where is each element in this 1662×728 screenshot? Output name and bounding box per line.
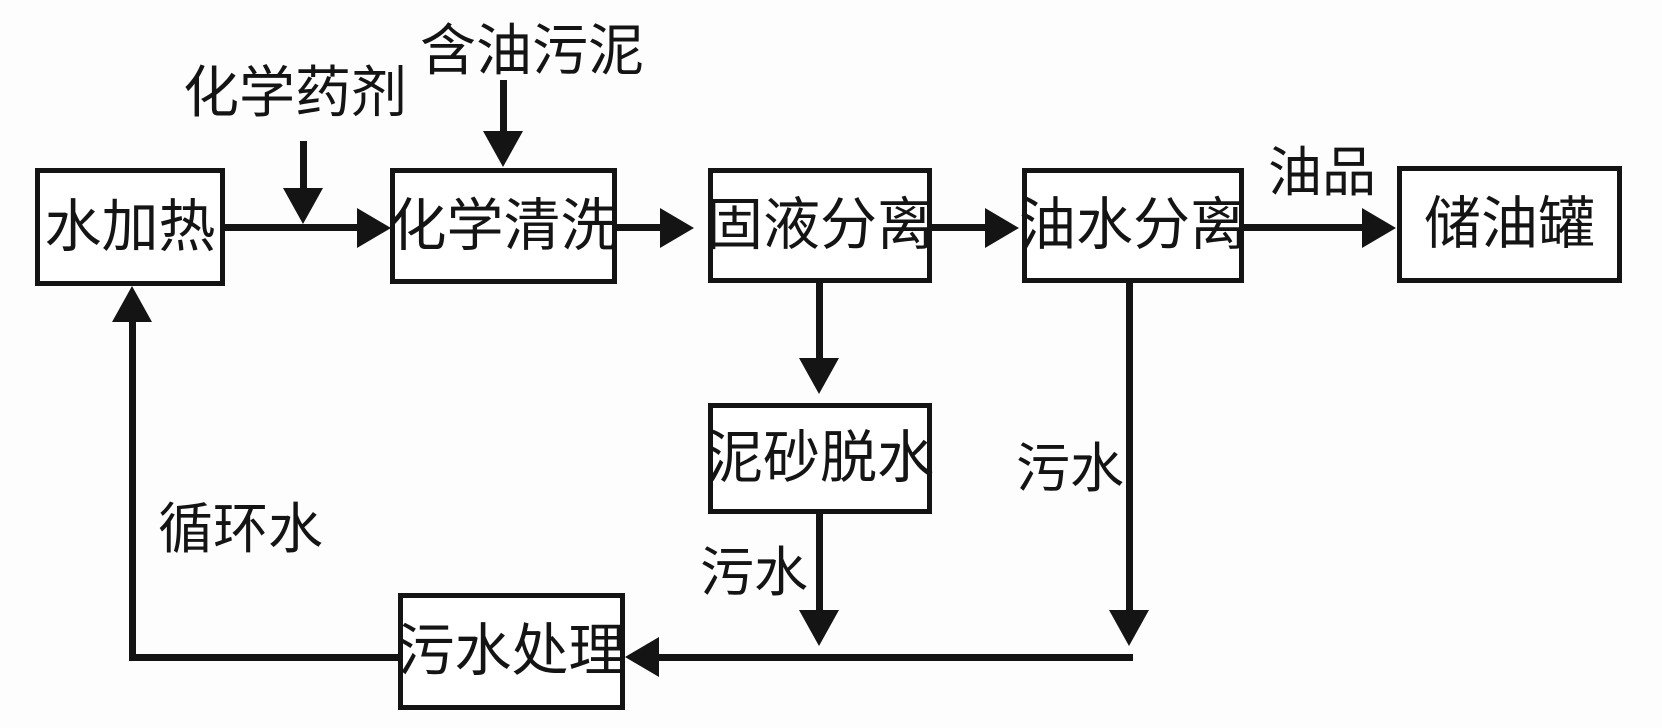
arrow-head — [985, 208, 1019, 248]
arrow-shaft — [932, 224, 987, 231]
arrow-head — [1109, 610, 1149, 646]
arrow-shaft — [300, 141, 307, 190]
node-sand-dewatering: 泥砂脱水 — [706, 403, 934, 514]
arrow-head — [799, 610, 839, 646]
arrow-head — [660, 208, 694, 248]
arrow-head — [799, 358, 839, 394]
arrow-shaft — [816, 513, 823, 612]
arrow-head — [112, 286, 152, 322]
arrow-shaft — [225, 224, 359, 231]
label-oily-sludge: 含油污泥 — [420, 21, 644, 83]
label-oil-product: 油品 — [1268, 143, 1376, 203]
arrow-head — [283, 188, 323, 224]
arrow-shaft — [816, 282, 823, 360]
node-oil-water-separation: 油水分离 — [1019, 168, 1247, 283]
arrow-shaft — [617, 224, 662, 231]
arrow-shaft — [129, 654, 398, 661]
label-sewage-from-oil-water-separation: 污水 — [1016, 439, 1124, 499]
arrow-head — [625, 637, 659, 677]
label-circulating-water: 循环水 — [158, 499, 324, 560]
arrow-shaft — [1126, 282, 1133, 612]
node-chemical-cleaning: 化学清洗 — [390, 168, 618, 284]
node-solid-liquid-separation: 固液分离 — [706, 168, 934, 283]
arrow-head — [483, 131, 523, 167]
node-sewage-treatment: 污水处理 — [398, 593, 626, 710]
arrow-shaft — [657, 654, 1133, 661]
node-water-heating: 水加热 — [35, 168, 225, 286]
label-chemical-agent: 化学药剂 — [183, 63, 407, 125]
arrow-shaft — [129, 318, 136, 661]
label-sewage-from-sand-dewatering: 污水 — [700, 543, 808, 603]
arrow-head — [357, 208, 391, 248]
arrow-shaft — [1244, 224, 1364, 231]
arrow-head — [1362, 208, 1396, 248]
arrow-shaft — [500, 80, 507, 133]
node-oil-storage-tank: 储油罐 — [1397, 166, 1622, 283]
